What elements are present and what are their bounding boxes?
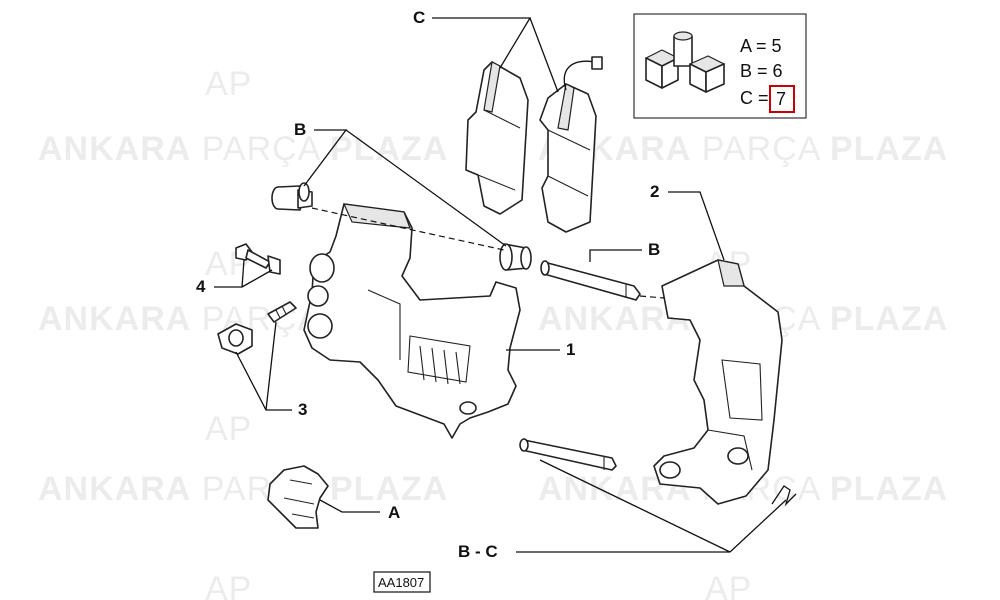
guide-bolt-top[interactable] <box>271 182 313 211</box>
callout-b-c: B - C <box>458 542 498 561</box>
svg-text:ANKARA PARÇA PLAZA: ANKARA PARÇA PLAZA <box>538 130 948 168</box>
watermark-logo-text: AP <box>205 410 252 448</box>
bleed-screw[interactable] <box>267 301 297 323</box>
callout-3: 3 <box>298 400 307 419</box>
legend-row-a: A = 5 <box>740 36 782 56</box>
callout-4: 4 <box>196 277 206 296</box>
brake-pad-left[interactable] <box>465 61 529 215</box>
watermark-word: PARÇA <box>202 130 321 168</box>
bleed-port <box>309 253 335 283</box>
sensor-connector <box>591 56 603 70</box>
piston-bore <box>307 313 333 339</box>
callout-b-top: B <box>294 120 306 139</box>
callout-1: 1 <box>566 340 575 359</box>
mounting-bolt-washer <box>267 255 281 275</box>
watermark-word: PLAZA <box>830 300 948 338</box>
legend-highlight-box <box>769 85 795 113</box>
svg-text:ANKARA PARÇA PLAZA: ANKARA PARÇA PLAZA <box>38 130 448 168</box>
legend-row-b: B = 6 <box>740 61 783 81</box>
callout-2: 2 <box>650 182 659 201</box>
watermark-word: ANKARA <box>538 300 691 338</box>
svg-text:ANKARA PARÇA PLAZA: ANKARA PARÇA PLAZA <box>38 470 448 508</box>
leader-lines <box>214 17 787 553</box>
pad-wear-sensor[interactable] <box>563 56 603 91</box>
bleed-screw-cap[interactable] <box>217 323 253 355</box>
guide-pin-upper[interactable] <box>540 260 641 301</box>
callout-c-top: C <box>413 8 425 27</box>
watermark-logo-text: AP <box>705 570 752 600</box>
guide-pin-lower[interactable] <box>519 438 617 471</box>
assembly-axes <box>311 207 665 299</box>
watermark-word: PLAZA <box>330 470 448 508</box>
anti-rattle-spring[interactable] <box>267 465 329 529</box>
callout-b-mid: B <box>648 240 660 259</box>
kit-boxes-icon <box>644 31 726 93</box>
watermark-word: ANKARA <box>38 300 191 338</box>
watermark-word: PLAZA <box>830 470 948 508</box>
inlet-port <box>307 285 329 307</box>
legend-row-c-prefix: C = <box>740 88 769 108</box>
watermark-word: PLAZA <box>830 130 948 168</box>
watermark-logo-text: AP <box>205 65 252 103</box>
guide-bushing[interactable] <box>499 243 532 271</box>
watermark-logo-text: AP <box>205 570 252 600</box>
watermark-word: PLAZA <box>330 130 448 168</box>
quantity-legend: A = 5 B = 6 C = 7 <box>633 13 807 119</box>
legend-row-c-value: 7 <box>776 89 786 109</box>
watermark-word: PARÇA <box>702 130 821 168</box>
watermark-word: ANKARA <box>38 130 191 168</box>
mounting-bolt[interactable] <box>235 243 281 275</box>
retaining-spring-clip[interactable] <box>771 485 797 507</box>
diagram-code-badge: AA1807 <box>373 571 431 593</box>
callout-labels: C B B 2 1 4 3 A B - C <box>196 8 660 561</box>
watermark-layer: AP AP AP AP AP AP AP AP ANKARA PARÇA PLA… <box>38 65 948 600</box>
diagram-code-text: AA1807 <box>378 575 424 590</box>
watermark-word: ANKARA <box>38 470 191 508</box>
caliper-body[interactable] <box>303 203 521 439</box>
callout-a: A <box>388 503 400 522</box>
brake-pad-right[interactable] <box>539 83 597 233</box>
caliper-bracket[interactable] <box>653 259 783 505</box>
